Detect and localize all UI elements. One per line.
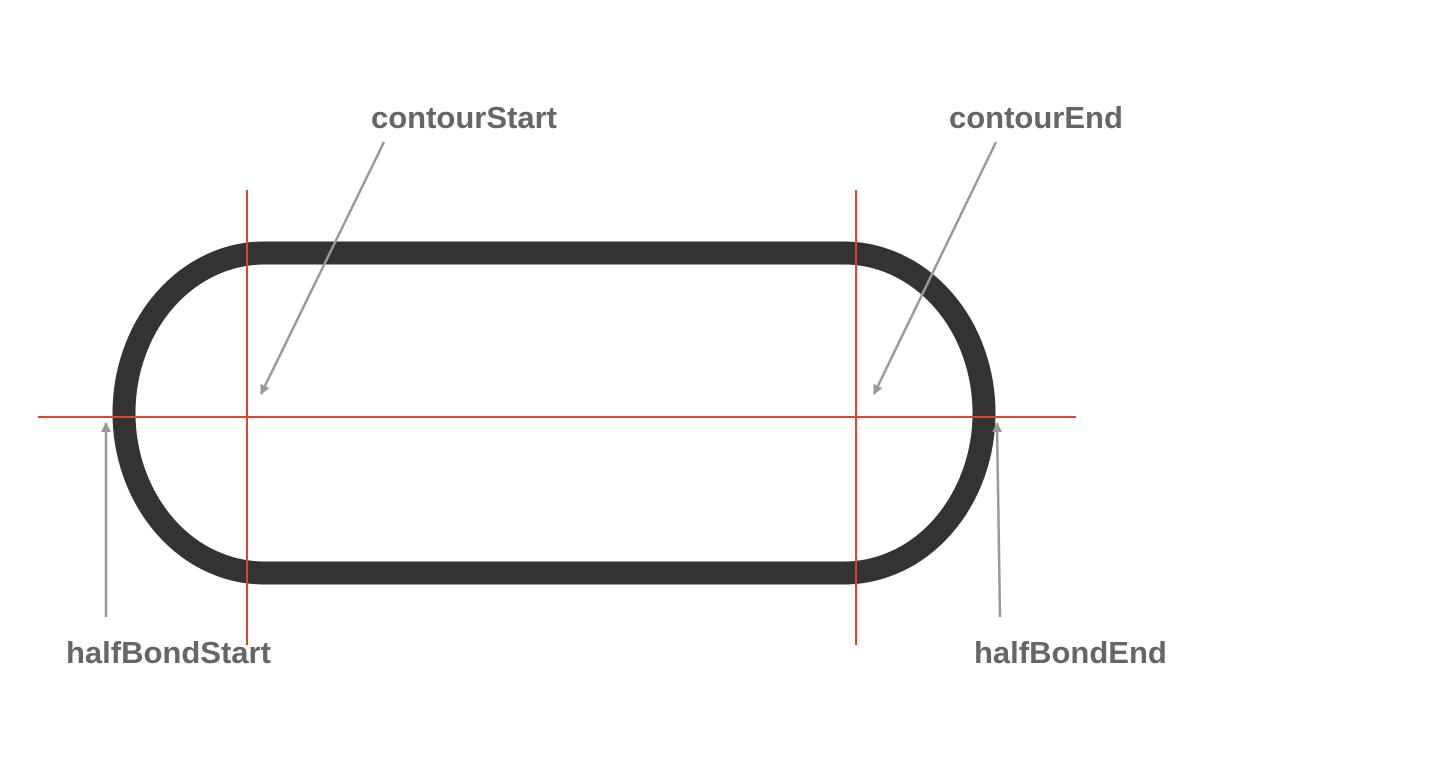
contour-end-arrow xyxy=(872,141,998,395)
contour-start-label: contourStart xyxy=(371,100,557,135)
half-bond-start-label: halfBondStart xyxy=(66,635,271,670)
contour-start-arrow xyxy=(259,141,386,395)
contour-end-label: contourEnd xyxy=(949,100,1123,135)
bond-contour-shape xyxy=(112,241,996,585)
half-bond-end-arrow xyxy=(992,422,1003,618)
half-bond-end-label: halfBondEnd xyxy=(974,635,1167,670)
